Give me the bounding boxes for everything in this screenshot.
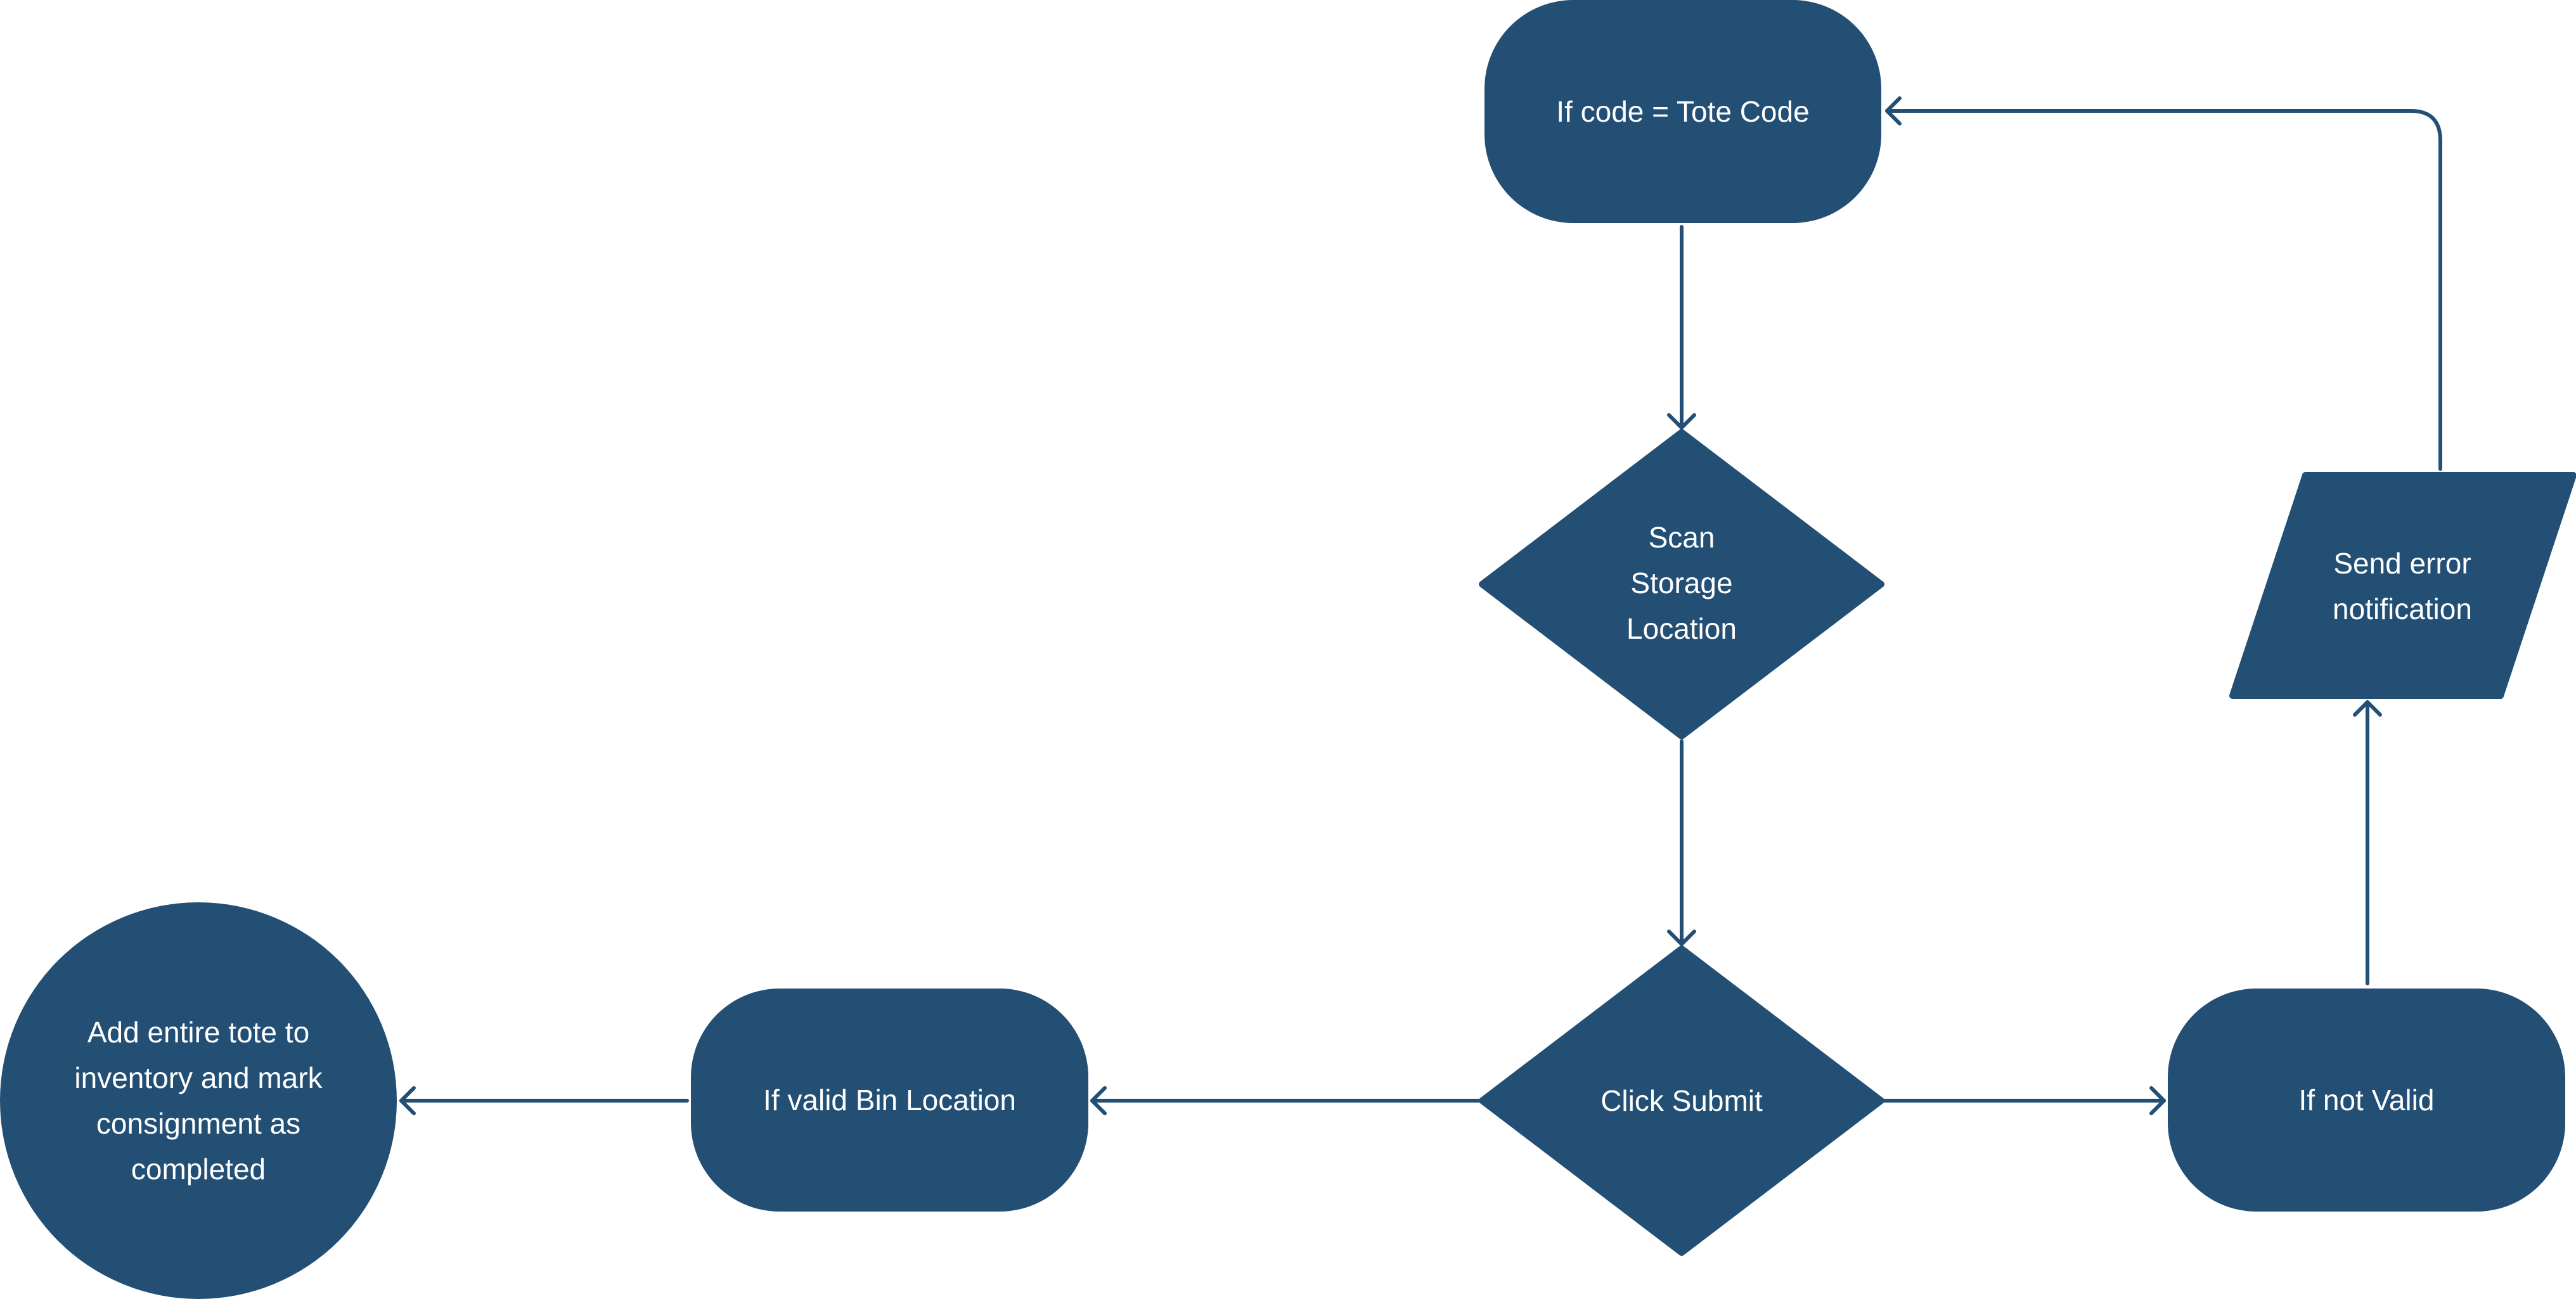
edge-scan-to-submit xyxy=(1667,739,1696,946)
scan-storage-node-shape xyxy=(1479,429,1884,739)
edge-not-valid-to-send-error xyxy=(2353,700,2382,985)
not-valid-node-shape xyxy=(2168,989,2565,1212)
click-submit-node-shape xyxy=(1479,945,1884,1256)
edge-send-error-to-tote-code xyxy=(1885,96,2442,471)
tote-code-node-shape xyxy=(1484,0,1881,223)
edge-valid-bin-to-add-tote xyxy=(399,1086,689,1115)
add-tote-node-shape xyxy=(0,902,397,1299)
connectors xyxy=(399,96,2442,1115)
edge-submit-to-not-valid xyxy=(1882,1086,2166,1115)
edge-tote-to-scan xyxy=(1667,225,1696,430)
valid-bin-node-shape xyxy=(691,989,1088,1212)
send-error-node-shape xyxy=(2229,472,2576,699)
edge-submit-to-valid-bin xyxy=(1090,1086,1483,1115)
